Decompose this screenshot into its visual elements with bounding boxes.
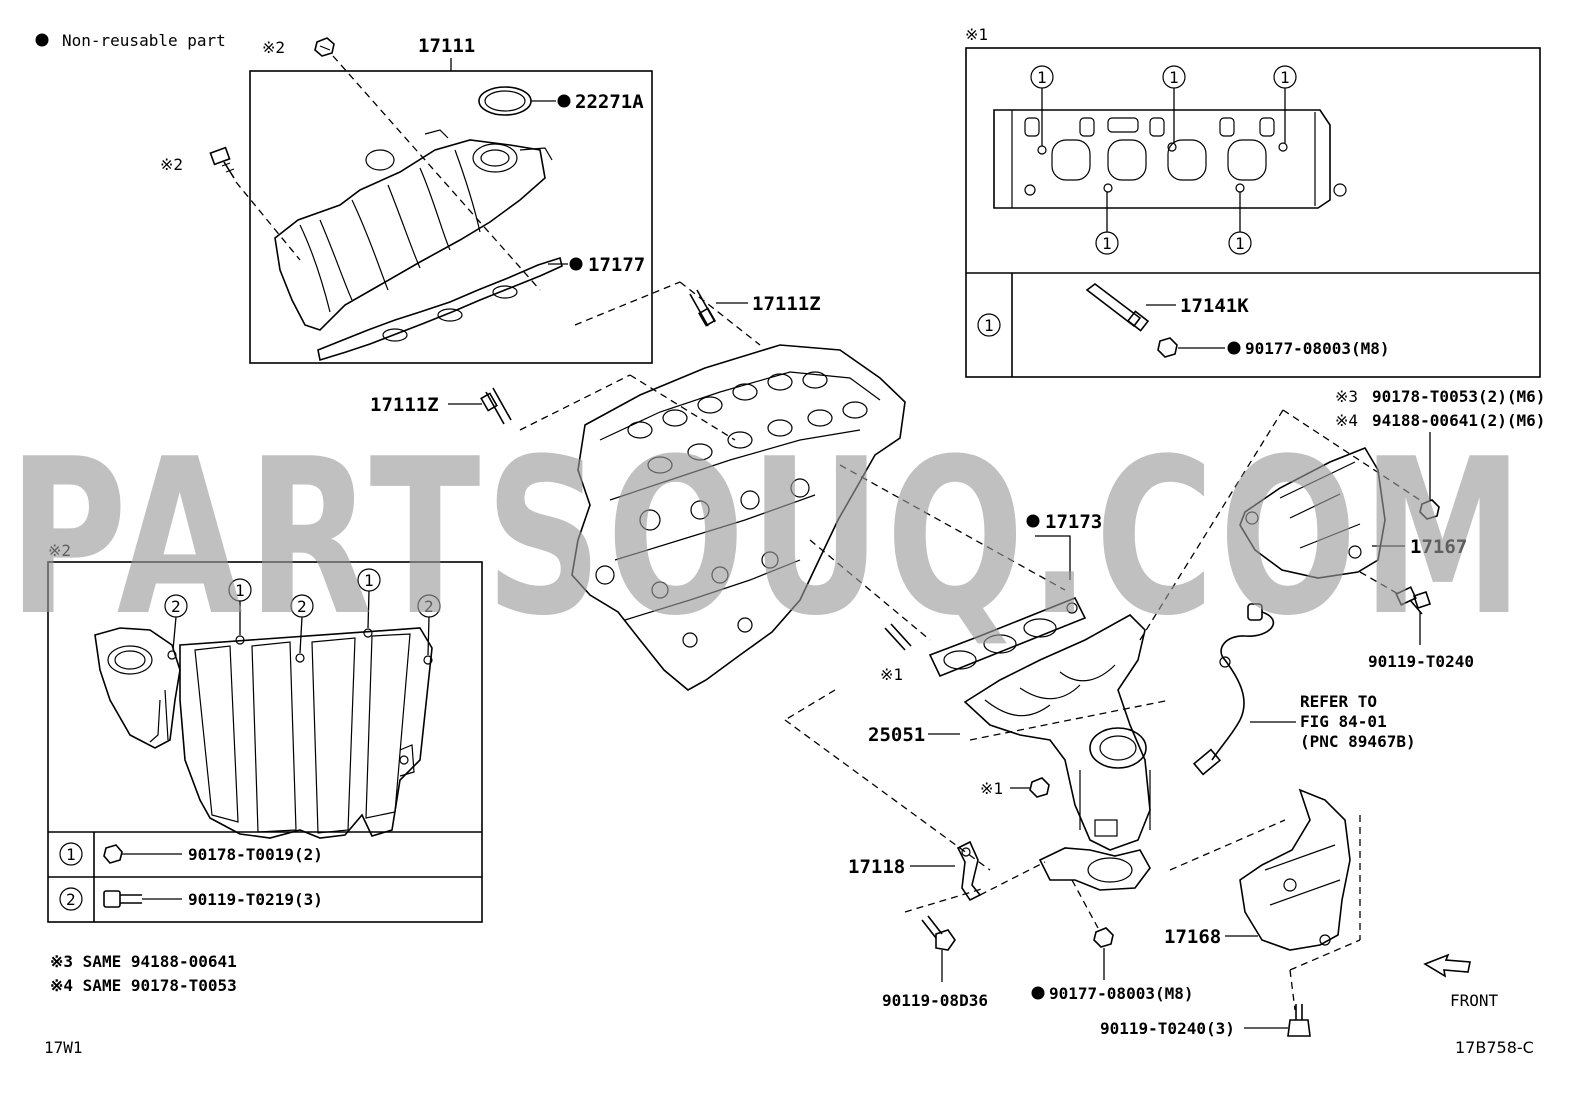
intake-manifold-box — [249, 70, 653, 364]
svg-text:1: 1 — [1280, 68, 1290, 87]
note3-part[interactable]: 90178-T0053(2)(M6) — [1372, 387, 1545, 406]
mark-x1-box: ※1 — [965, 25, 988, 44]
mark-x2-box: ※2 — [48, 541, 71, 560]
exhaust-gasket-17173[interactable] — [928, 596, 1087, 678]
x2-row2-part[interactable]: 90119-T0219(3) — [188, 890, 323, 909]
gasket-ring-22271A[interactable] — [478, 86, 532, 116]
intake-manifold[interactable] — [274, 129, 553, 331]
callout-22271A[interactable]: 22271A — [575, 91, 644, 113]
front-label: FRONT — [1450, 991, 1499, 1010]
callout-25051[interactable]: 25051 — [868, 724, 925, 746]
mark-x4: ※4 — [1335, 411, 1358, 430]
bolt-90119-08D36[interactable] — [921, 915, 956, 951]
intake-manifold-flange-view — [94, 627, 433, 839]
nut-icon-bottom[interactable] — [1093, 927, 1114, 948]
engine-block[interactable] — [571, 344, 906, 691]
svg-text:2: 2 — [171, 597, 181, 616]
bracket-17118[interactable] — [956, 840, 982, 902]
callout-17141K[interactable]: 17141K — [1180, 295, 1249, 317]
callout-17111Z-lower[interactable]: 17111Z — [370, 394, 439, 416]
watermark: PARTSOUQ.COM — [8, 412, 1528, 663]
x1-inset-box — [965, 47, 1541, 378]
flange-markers: 2 1 2 1 2 — [164, 568, 441, 656]
heat-shield-17167[interactable] — [1239, 447, 1386, 579]
stud-17111Z-upper[interactable] — [689, 289, 716, 327]
callout-17173[interactable]: 17173 — [1045, 511, 1102, 533]
callout-17177[interactable]: 17177 — [588, 254, 645, 276]
refer-line-3[interactable]: (PNC 89467B) — [1300, 732, 1416, 751]
mark-x3: ※3 — [1335, 387, 1358, 406]
non-reusable-dot-icon — [569, 257, 583, 271]
mark-x1-stud: ※1 — [880, 665, 903, 684]
bolt-icon-row2[interactable] — [103, 890, 142, 908]
non-reusable-dot-icon — [1031, 986, 1045, 1000]
svg-text:1: 1 — [1102, 234, 1112, 253]
svg-text:2: 2 — [424, 597, 434, 616]
exhaust-manifold-25051[interactable] — [963, 614, 1151, 891]
front-arrow-icon — [1423, 953, 1471, 978]
svg-text:1: 1 — [364, 571, 374, 590]
nut-icon-top[interactable] — [1157, 337, 1178, 358]
svg-text:1: 1 — [1235, 234, 1245, 253]
callout-17167[interactable]: 17167 — [1410, 536, 1467, 558]
refer-line-1: REFER TO — [1300, 692, 1377, 711]
callout-17111Z-upper[interactable]: 17111Z — [752, 293, 821, 315]
oxygen-sensor[interactable] — [1192, 603, 1275, 776]
x2-row2-key: 2 — [66, 890, 76, 909]
stud-17111Z-lower[interactable] — [480, 387, 512, 425]
svg-text:1: 1 — [1037, 68, 1047, 87]
stud-17141K[interactable] — [1085, 282, 1150, 332]
svg-text:1: 1 — [235, 581, 245, 600]
non-reusable-dot-icon — [1026, 514, 1040, 528]
svg-text:2: 2 — [297, 597, 307, 616]
x2-inset-box — [47, 561, 483, 923]
callout-17118[interactable]: 17118 — [848, 856, 905, 878]
callout-17168[interactable]: 17168 — [1164, 926, 1221, 948]
bolt-90119-T0240[interactable] — [1395, 586, 1432, 615]
mark-x2-top: ※2 — [262, 38, 285, 57]
mark-x1-nut: ※1 — [980, 779, 1003, 798]
bolt-icon-left[interactable] — [209, 146, 235, 179]
refer-line-2[interactable]: FIG 84-01 — [1300, 712, 1387, 731]
non-reusable-dot-icon — [1227, 341, 1241, 355]
x2-row1-part[interactable]: 90178-T0019(2) — [188, 845, 323, 864]
non-reusable-dot-icon — [557, 94, 571, 108]
footer-right: 17B758-C — [1455, 1038, 1534, 1057]
x1-table-key: 1 — [984, 316, 994, 335]
callout-90119-08D36[interactable]: 90119-08D36 — [882, 991, 988, 1010]
nut-icon-x1[interactable] — [1029, 777, 1050, 798]
callout-17111[interactable]: 17111 — [418, 35, 475, 57]
bolt-90119-T0240-3[interactable] — [1287, 1004, 1311, 1037]
callout-90119-T0240[interactable]: 90119-T0240 — [1368, 652, 1474, 671]
callout-90177-08003-bot[interactable]: 90177-08003(M8) — [1049, 984, 1194, 1003]
stud-locations: 1 1 1 1 1 — [1030, 65, 1297, 255]
stud-x1[interactable] — [884, 623, 912, 651]
cylinder-head-view — [993, 109, 1347, 209]
note-same-3: ※3 SAME 94188-00641 — [50, 952, 237, 971]
note-same-4: ※4 SAME 90178-T0053 — [50, 976, 237, 995]
callout-90177-08003-top[interactable]: 90177-08003(M8) — [1245, 339, 1390, 358]
footer-left: 17W1 — [44, 1038, 83, 1057]
bolt-icon[interactable] — [314, 37, 335, 57]
nut-icon-17167[interactable] — [1419, 499, 1440, 520]
nut-icon-row1[interactable] — [103, 844, 123, 864]
mark-x2-left: ※2 — [160, 155, 183, 174]
svg-text:1: 1 — [1169, 68, 1179, 87]
callout-90119-T0240-3[interactable]: 90119-T0240(3) — [1100, 1019, 1235, 1038]
manifold-gasket-17177[interactable] — [317, 256, 563, 362]
heat-shield-17168[interactable] — [1239, 788, 1351, 951]
x2-row1-key: 1 — [66, 845, 76, 864]
legend-non-reusable: Non-reusable part — [62, 31, 226, 50]
non-reusable-dot-icon — [35, 33, 49, 47]
note4-part[interactable]: 94188-00641(2)(M6) — [1372, 411, 1545, 430]
